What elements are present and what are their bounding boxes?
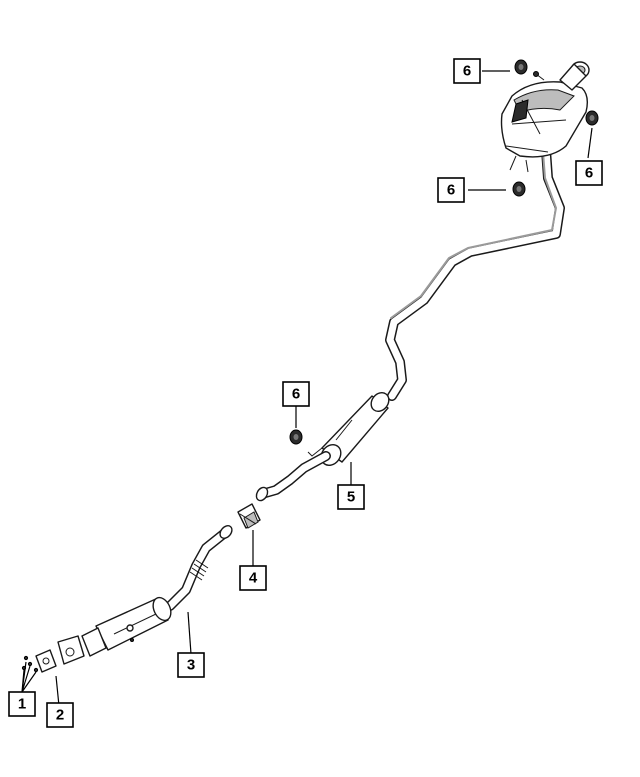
gasket (35, 649, 57, 673)
callout-1: 1 (8, 691, 36, 717)
exhaust-pipe (385, 145, 565, 401)
callout-6-right: 6 (575, 160, 603, 186)
callout-1-label: 1 (18, 696, 26, 713)
front-pipe (165, 525, 233, 611)
isolator-top (514, 59, 528, 75)
callout-3-label: 3 (187, 657, 195, 674)
callout-5-label: 5 (347, 489, 355, 506)
callout-6-resonator: 6 (282, 381, 310, 407)
intermediate-pipe (255, 451, 331, 502)
callout-6-top: 6 (453, 58, 481, 84)
callout-4-label: 4 (249, 570, 258, 587)
callout-6-top-label: 6 (463, 63, 471, 80)
isolator-middle (512, 181, 526, 197)
callout-2: 2 (46, 702, 74, 728)
callout-3: 3 (177, 652, 205, 678)
isolator-right (585, 110, 599, 126)
callout-5: 5 (337, 484, 365, 510)
callout-6-middle-label: 6 (447, 182, 455, 199)
callout-6-middle: 6 (437, 177, 465, 203)
rear-muffler (500, 61, 590, 173)
callout-2-label: 2 (56, 707, 64, 724)
isolator-resonator (289, 429, 303, 445)
callout-6-resonator-label: 6 (292, 386, 300, 403)
callout-4: 4 (239, 565, 267, 591)
clamp (237, 503, 261, 529)
leader-lines (21, 70, 593, 707)
catalytic-converter (57, 596, 172, 665)
callout-6-right-label: 6 (585, 165, 593, 182)
